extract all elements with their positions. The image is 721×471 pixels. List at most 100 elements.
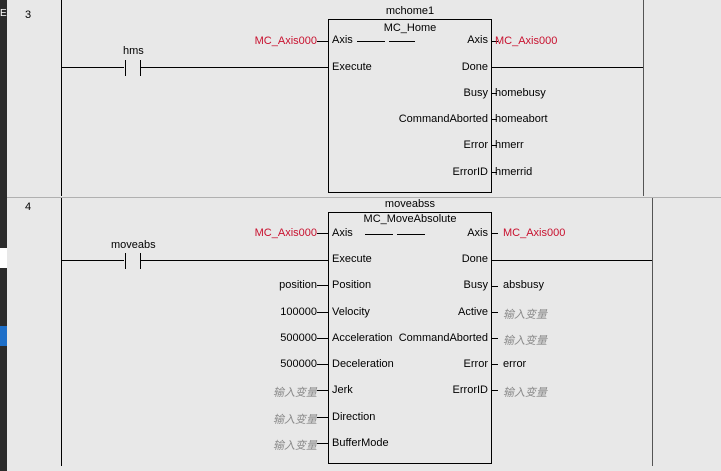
arg-wire [492, 233, 498, 234]
contact-wire-left [61, 67, 124, 68]
contact-bar-left [125, 60, 126, 76]
arg-busy-out[interactable]: homebusy [495, 87, 546, 99]
arg-error-out[interactable]: hmerr [495, 139, 524, 151]
pin-in-execute[interactable]: Execute [332, 61, 372, 73]
right-power-rail [643, 0, 644, 196]
side-panel-letter: E [0, 8, 7, 19]
contact-label: moveabs [111, 239, 156, 251]
arg-axis-in[interactable]: MC_Axis000 [254, 35, 317, 47]
rung-separator [7, 197, 721, 198]
block-type-name: MC_Home [383, 22, 437, 34]
pin-out-error-id[interactable]: ErrorID [452, 384, 488, 396]
done-wire [492, 260, 652, 261]
axis-link-line [389, 41, 415, 42]
arg-wire [492, 390, 498, 391]
arg-deceleration-in[interactable]: 500000 [280, 358, 317, 370]
pin-out-done[interactable]: Done [461, 61, 488, 73]
arg-wire [492, 172, 497, 173]
side-panel-dark-lower [0, 268, 7, 326]
contact-label: hms [123, 45, 144, 57]
pin-out-done[interactable]: Done [461, 253, 488, 265]
arg-error-id-out-placeholder[interactable]: 输入变量 [503, 387, 547, 399]
pin-out-command-aborted[interactable]: CommandAborted [398, 332, 488, 344]
pin-out-active[interactable]: Active [458, 306, 488, 318]
rung-3[interactable]: 3 hms mchome1 MC_Home Axis Execute Axis … [7, 0, 721, 196]
arg-wire [492, 338, 498, 339]
axis-link-line [397, 234, 425, 235]
arg-axis-out[interactable]: MC_Axis000 [495, 35, 558, 47]
arg-acceleration-in[interactable]: 500000 [280, 332, 317, 344]
pin-in-buffer-mode[interactable]: BufferMode [332, 437, 389, 449]
block-instance-name[interactable]: mchome1 [385, 5, 435, 17]
arg-wire [492, 93, 497, 94]
side-panel-selection [0, 326, 7, 346]
rung-number: 4 [25, 201, 32, 213]
arg-wire [317, 41, 328, 42]
pin-out-busy[interactable]: Busy [463, 87, 488, 99]
block-instance-name[interactable]: moveabss [384, 198, 436, 210]
arg-axis-out[interactable]: MC_Axis000 [503, 227, 566, 239]
rung-number: 3 [25, 9, 32, 21]
pin-out-axis[interactable]: Axis [467, 34, 488, 46]
arg-error-id-out[interactable]: hmerrid [495, 166, 533, 178]
function-block-mc-home[interactable]: MC_Home Axis Execute Axis Done Busy Comm… [328, 19, 492, 193]
pin-out-axis[interactable]: Axis [467, 227, 488, 239]
arg-wire [317, 417, 328, 418]
pin-out-error[interactable]: Error [463, 358, 488, 370]
pin-in-execute[interactable]: Execute [332, 253, 372, 265]
arg-axis-in[interactable]: MC_Axis000 [254, 227, 317, 239]
rung-4[interactable]: 4 moveabs moveabss MC_MoveAbsolute Axis … [7, 198, 721, 471]
contact-bar-right [140, 253, 141, 269]
arg-wire [492, 364, 498, 365]
arg-active-out-placeholder[interactable]: 输入变量 [503, 309, 547, 321]
axis-link-line [365, 234, 393, 235]
block-type-name: MC_MoveAbsolute [363, 213, 457, 225]
pin-in-direction[interactable]: Direction [332, 411, 376, 423]
arg-wire [317, 364, 328, 365]
contact-bar-right [140, 60, 141, 76]
arg-wire [317, 312, 328, 313]
arg-wire [492, 41, 498, 42]
left-power-rail [61, 198, 62, 466]
arg-direction-in-placeholder[interactable]: 输入变量 [273, 414, 317, 426]
contact-wire-left [61, 260, 124, 261]
arg-jerk-in-placeholder[interactable]: 输入变量 [273, 387, 317, 399]
execute-wire [141, 67, 328, 68]
arg-wire [317, 443, 328, 444]
pin-out-busy[interactable]: Busy [463, 279, 488, 291]
pin-in-axis[interactable]: Axis [332, 34, 353, 46]
right-power-rail [652, 198, 653, 466]
pin-in-axis[interactable]: Axis [332, 227, 353, 239]
pin-in-position[interactable]: Position [332, 279, 372, 291]
arg-command-aborted-out[interactable]: homeabort [495, 113, 548, 125]
arg-error-out[interactable]: error [503, 358, 527, 370]
pin-in-acceleration[interactable]: Acceleration [332, 332, 393, 344]
side-panel-dark-bottom [0, 346, 7, 471]
arg-wire [317, 285, 328, 286]
arg-wire [317, 233, 328, 234]
execute-wire [141, 260, 328, 261]
arg-wire [492, 119, 497, 120]
arg-command-aborted-out-placeholder[interactable]: 输入变量 [503, 335, 547, 347]
arg-busy-out[interactable]: absbusy [503, 279, 544, 291]
side-panel-dark [0, 0, 7, 248]
arg-wire [492, 145, 497, 146]
axis-link-line [357, 41, 385, 42]
done-wire [492, 67, 643, 68]
arg-wire [317, 390, 328, 391]
pin-out-command-aborted[interactable]: CommandAborted [398, 113, 488, 125]
pin-in-jerk[interactable]: Jerk [332, 384, 353, 396]
function-block-mc-move-absolute[interactable]: MC_MoveAbsolute Axis Execute Position Ve… [328, 212, 492, 464]
arg-buffer-mode-in-placeholder[interactable]: 输入变量 [273, 440, 317, 452]
arg-wire [492, 312, 498, 313]
side-panel-strip: E [0, 0, 7, 471]
pin-in-velocity[interactable]: Velocity [332, 306, 370, 318]
pin-out-error-id[interactable]: ErrorID [452, 166, 488, 178]
arg-velocity-in[interactable]: 100000 [280, 306, 317, 318]
arg-position-in[interactable]: position [279, 279, 317, 291]
pin-out-error[interactable]: Error [463, 139, 488, 151]
left-power-rail [61, 0, 62, 196]
arg-wire [317, 338, 328, 339]
contact-bar-left [125, 253, 126, 269]
pin-in-deceleration[interactable]: Deceleration [332, 358, 394, 370]
